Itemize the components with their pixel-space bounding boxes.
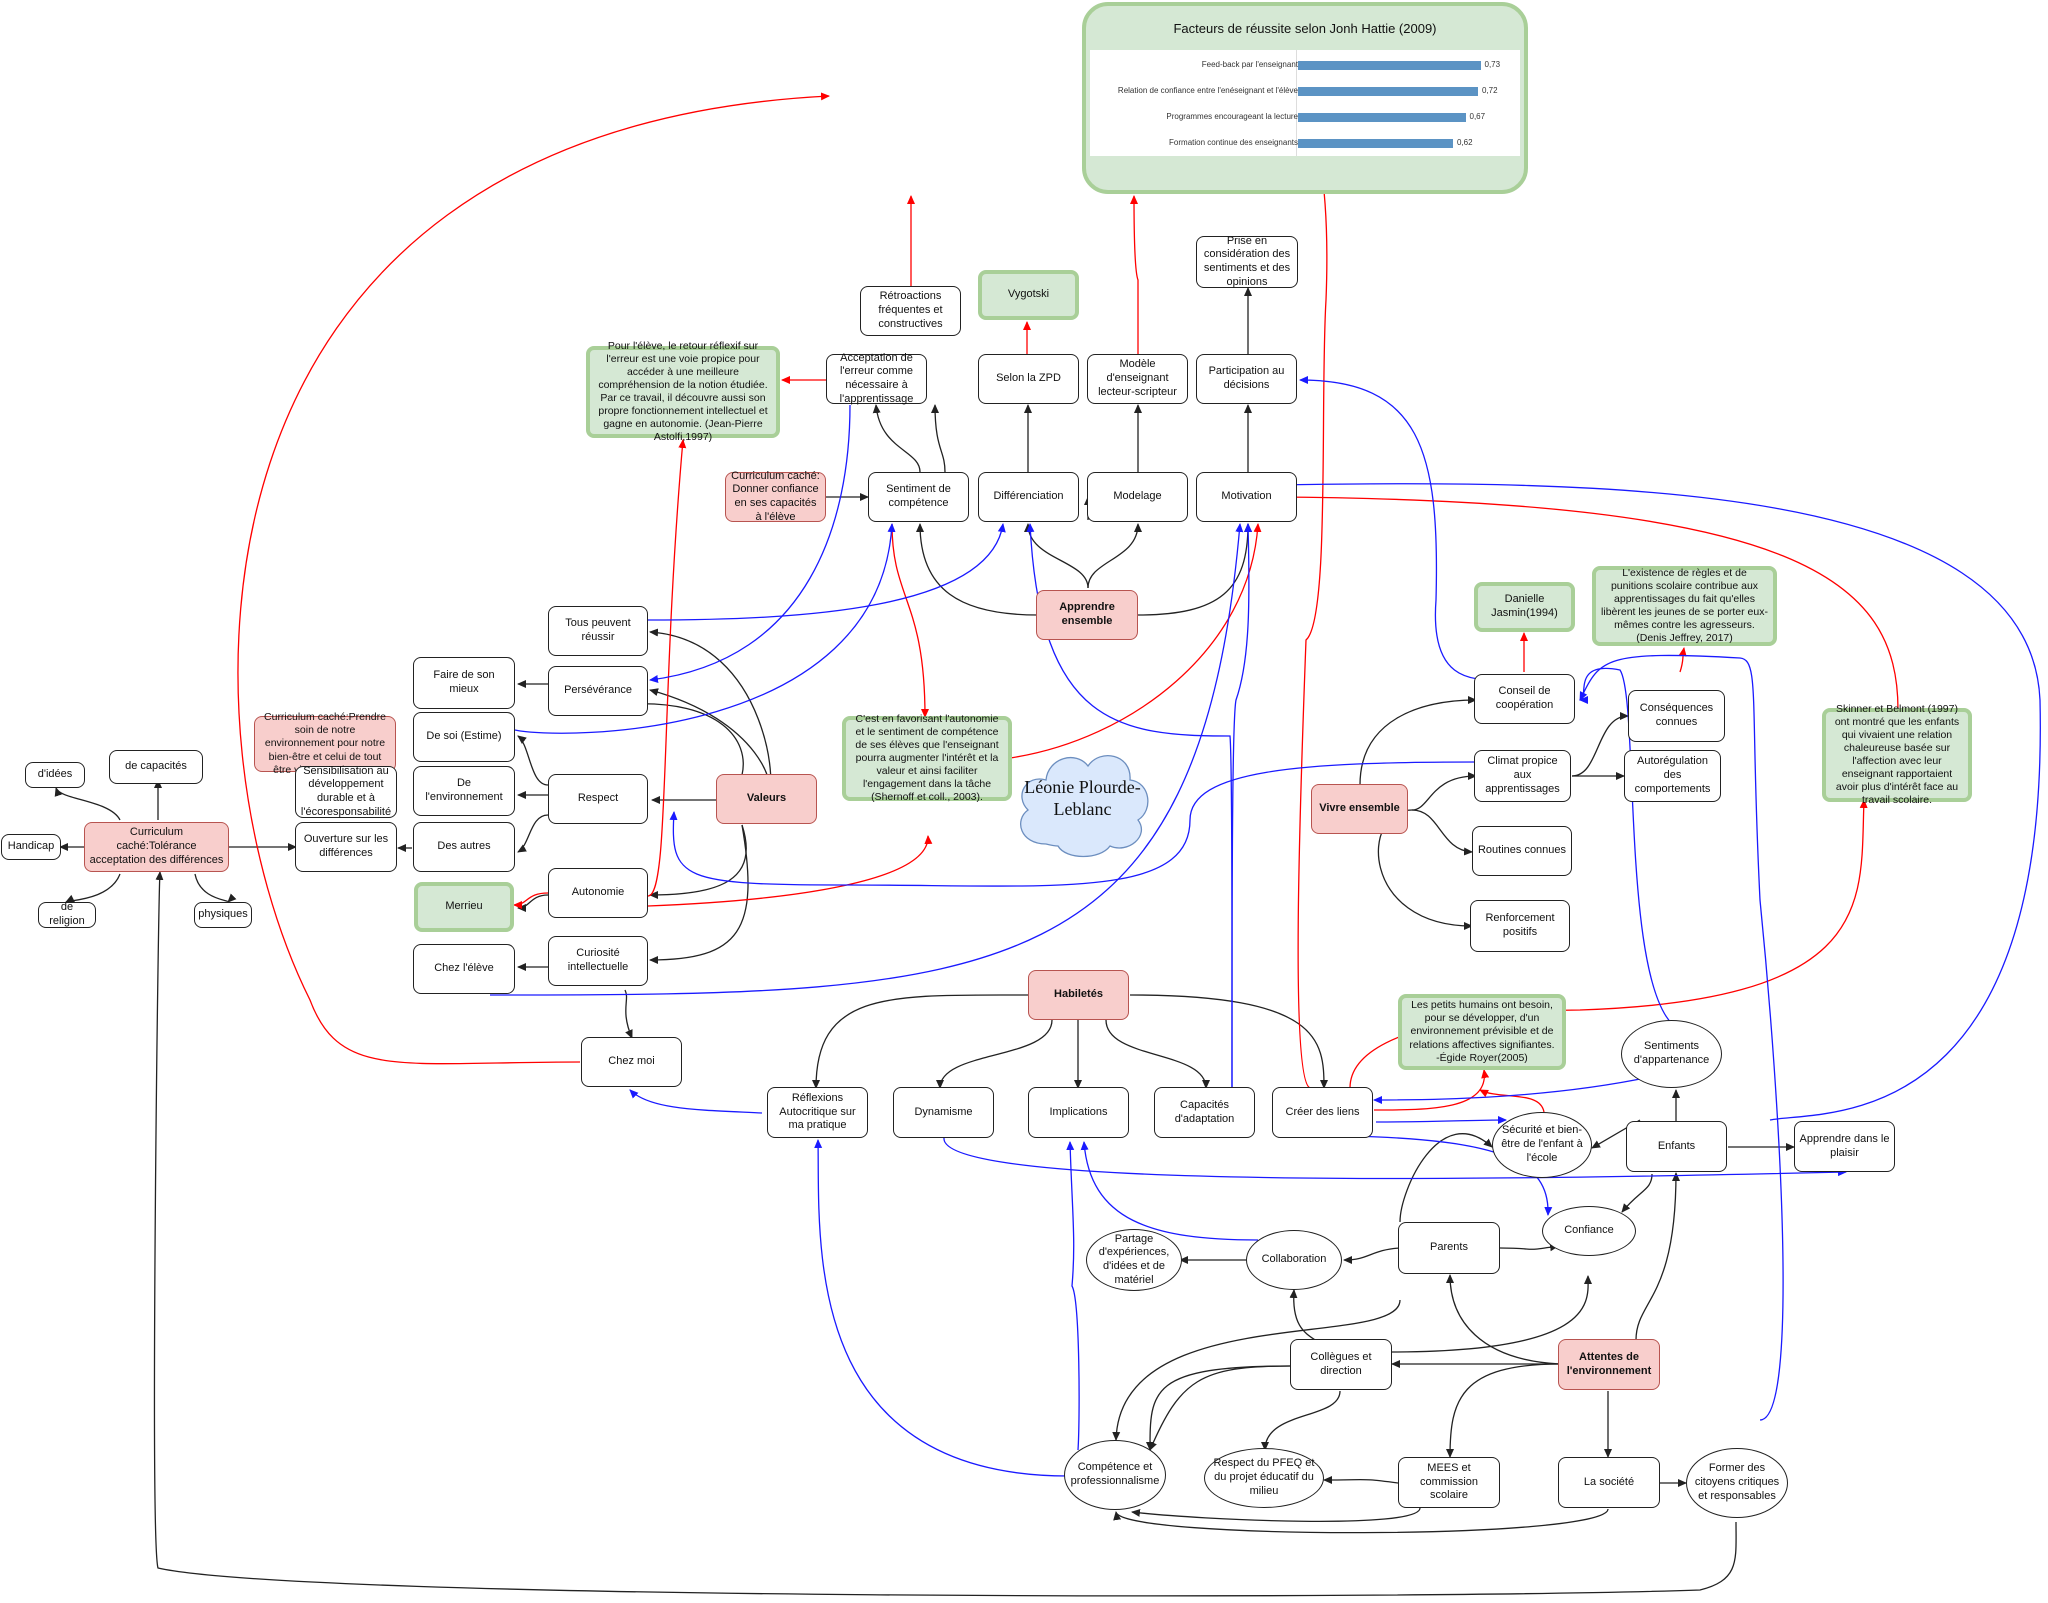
- node-valeurs[interactable]: Valeurs: [716, 774, 817, 824]
- hattie-value-label: 0,67: [1469, 112, 1486, 121]
- node-reflexions-autocritique[interactable]: Réflexions Autocritique sur ma pratique: [767, 1087, 868, 1138]
- hattie-value-label: 0,73: [1484, 60, 1501, 69]
- node-competence-professionnalisme[interactable]: Compétence et professionnalisme: [1064, 1440, 1166, 1510]
- node-sensibilisation[interactable]: Sensibilisation au développement durable…: [295, 765, 397, 818]
- node-enfants[interactable]: Enfants: [1626, 1121, 1727, 1172]
- node-faire-son-mieux[interactable]: Faire de son mieux: [413, 657, 515, 709]
- node-la-societe[interactable]: La société: [1558, 1457, 1660, 1508]
- author-name: Léonie Plourde-Leblanc: [1024, 777, 1141, 819]
- hattie-bar: [1298, 61, 1481, 70]
- node-vygotski[interactable]: Vygotski: [978, 270, 1079, 320]
- node-collegues-direction[interactable]: Collègues et direction: [1290, 1339, 1392, 1390]
- node-apprendre-plaisir[interactable]: Apprendre dans le plaisir: [1794, 1121, 1895, 1172]
- node-autoregulation[interactable]: Autorégulation des comportements: [1624, 750, 1721, 802]
- hattie-bar-row: Feed-back par l'enseignant 0,73: [1090, 58, 1520, 72]
- node-creer-des-liens[interactable]: Créer des liens: [1272, 1087, 1373, 1138]
- node-dynamisme[interactable]: Dynamisme: [893, 1087, 994, 1138]
- node-mees-commission[interactable]: MEES et commission scolaire: [1398, 1457, 1500, 1508]
- node-tous-peuvent-reussir[interactable]: Tous peuvent réussir: [548, 606, 648, 656]
- node-de-soi-estime[interactable]: De soi (Estime): [413, 712, 515, 762]
- node-apprendre-ensemble[interactable]: Apprendre ensemble: [1036, 590, 1138, 640]
- node-danielle-jasmin[interactable]: Danielle Jasmin(1994): [1474, 582, 1575, 632]
- hattie-bar-row: Programmes encourageant la lecture 0,67: [1090, 110, 1520, 124]
- node-capacites-adaptation[interactable]: Capacités d'adaptation: [1154, 1087, 1255, 1138]
- node-merrieu[interactable]: Merrieu: [414, 882, 514, 932]
- node-handicap[interactable]: Handicap: [1, 834, 61, 860]
- node-consequences-connues[interactable]: Conséquences connues: [1628, 690, 1725, 742]
- hattie-axis: [1296, 50, 1297, 156]
- node-differenciation[interactable]: Différenciation: [978, 472, 1079, 522]
- node-respect[interactable]: Respect: [548, 774, 648, 824]
- node-collaboration[interactable]: Collaboration: [1246, 1230, 1342, 1290]
- node-curriculum-confiance[interactable]: Curriculum caché: Donner confiance en se…: [725, 470, 826, 523]
- hattie-bar: [1298, 87, 1478, 96]
- node-curriculum-tolerance[interactable]: Curriculum caché:Tolérance acceptation d…: [84, 822, 229, 872]
- hattie-chart-title: Facteurs de réussite selon Jonh Hattie (…: [1173, 21, 1437, 36]
- hattie-bar: [1298, 113, 1466, 122]
- node-jeffrey-citation[interactable]: L'existence de règles et de punitions sc…: [1592, 566, 1777, 646]
- node-des-autres[interactable]: Des autres: [413, 822, 515, 872]
- hattie-category-label: Formation continue des enseignants: [1169, 138, 1298, 147]
- node-renforcement-positifs[interactable]: Renforcement positifs: [1470, 900, 1570, 952]
- hattie-bar-row: Relation de confiance entre l'enéseignan…: [1090, 84, 1520, 98]
- node-sentiment-competence[interactable]: Sentiment de compétence: [868, 472, 969, 522]
- node-confiance[interactable]: Confiance: [1542, 1206, 1636, 1256]
- hattie-category-label: Feed-back par l'enseignant: [1201, 60, 1298, 69]
- node-physiques[interactable]: physiques: [194, 902, 252, 928]
- hattie-category-label: Programmes encourageant la lecture: [1166, 112, 1298, 121]
- node-conseil-cooperation[interactable]: Conseil de coopération: [1474, 674, 1575, 724]
- hattie-bar-row: Formation continue des enseignants 0,62: [1090, 136, 1520, 150]
- node-acceptation-erreur[interactable]: Acceptation de l'erreur comme nécessaire…: [826, 352, 927, 405]
- node-attentes-environnement[interactable]: Attentes de l'environnement: [1558, 1339, 1660, 1390]
- node-shernoff-citation[interactable]: C'est en favorisant l'autonomie et le se…: [842, 713, 1012, 803]
- hattie-chart: Facteurs de réussite selon Jonh Hattie (…: [1082, 2, 1528, 194]
- node-modelage[interactable]: Modelage: [1087, 472, 1188, 522]
- node-astolfi-citation[interactable]: Pour l'élève, le retour réflexif sur l'e…: [586, 340, 780, 443]
- node-partage-experiences[interactable]: Partage d'expériences, d'idées et de mat…: [1086, 1229, 1182, 1291]
- node-autonomie[interactable]: Autonomie: [548, 868, 648, 918]
- node-skinner-citation[interactable]: Skinner et Belmont (1997) ont montré que…: [1822, 703, 1972, 806]
- node-retroactions[interactable]: Rétroactions fréquentes et constructives: [860, 286, 961, 336]
- node-participation-decisions[interactable]: Participation au décisions: [1196, 354, 1297, 404]
- node-chez-moi[interactable]: Chez moi: [581, 1037, 682, 1087]
- node-parents[interactable]: Parents: [1398, 1222, 1500, 1274]
- node-habiletes[interactable]: Habiletés: [1028, 970, 1129, 1020]
- node-respect-pfeq[interactable]: Respect du PFEQ et du projet éducatif du…: [1204, 1448, 1324, 1508]
- hattie-category-label: Relation de confiance entre l'enéseignan…: [1117, 86, 1298, 95]
- node-prise-consideration[interactable]: Prise en considération des sentiments et…: [1196, 235, 1298, 288]
- node-securite-bien-etre[interactable]: Sécurité et bien-être de l'enfant à l'éc…: [1492, 1112, 1592, 1178]
- node-de-environnement[interactable]: De l'environnement: [413, 766, 515, 816]
- node-chez-eleve[interactable]: Chez l'élève: [413, 944, 515, 994]
- hattie-value-label: 0,72: [1482, 86, 1498, 95]
- node-curiosite-intellectuelle[interactable]: Curiosité intellectuelle: [548, 936, 648, 986]
- node-royer-citation[interactable]: Les petits humains ont besoin, pour se d…: [1398, 994, 1566, 1070]
- node-modele-lecteur[interactable]: Modèle d'enseignant lecteur-scripteur: [1087, 354, 1188, 404]
- node-implications[interactable]: Implications: [1028, 1087, 1129, 1138]
- node-citoyens-critiques[interactable]: Former des citoyens critiques et respons…: [1686, 1448, 1788, 1518]
- node-capacites[interactable]: de capacités: [109, 750, 203, 784]
- node-climat-propice[interactable]: Climat propice aux apprentissages: [1474, 750, 1571, 802]
- node-sentiments-appartenance[interactable]: Sentiments d'appartenance: [1621, 1020, 1722, 1088]
- hattie-value-label: 0,62: [1457, 138, 1473, 147]
- node-perseverance[interactable]: Persévérance: [548, 666, 648, 716]
- node-idees[interactable]: d'idées: [25, 762, 85, 788]
- author-cloud: [1020, 755, 1149, 858]
- node-ouverture-differences[interactable]: Ouverture sur les différences: [295, 822, 397, 872]
- node-selon-zpd[interactable]: Selon la ZPD: [978, 354, 1079, 404]
- node-motivation[interactable]: Motivation: [1196, 472, 1297, 522]
- node-vivre-ensemble[interactable]: Vivre ensemble: [1311, 784, 1408, 834]
- node-routines-connues[interactable]: Routines connues: [1472, 826, 1572, 876]
- node-religion[interactable]: de religion: [38, 901, 96, 928]
- hattie-bar: [1298, 139, 1453, 148]
